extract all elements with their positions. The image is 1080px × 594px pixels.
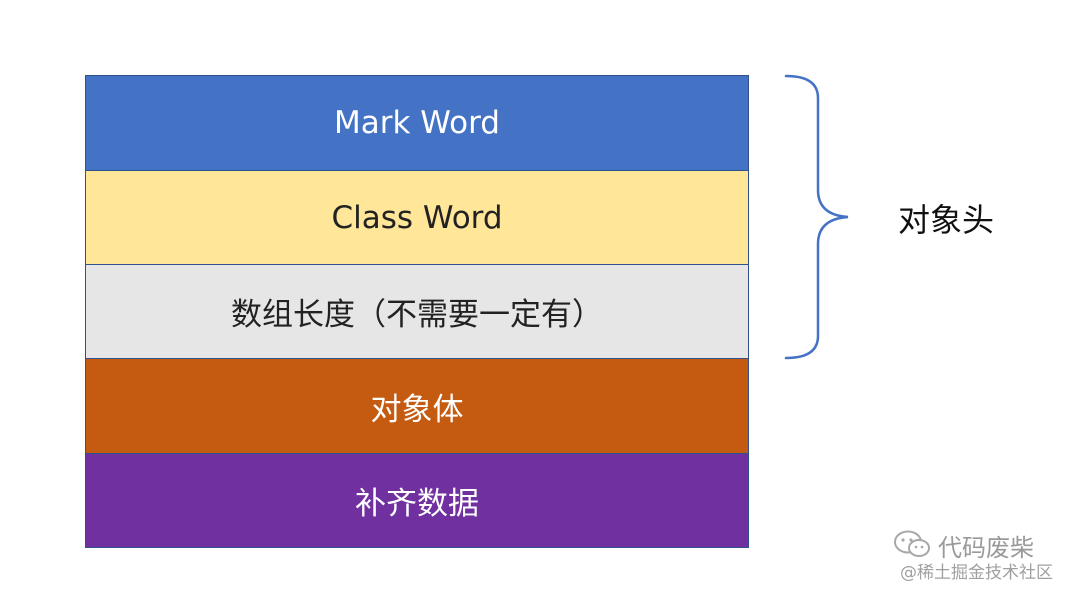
block-array-length-label: 数组长度（不需要一定有）	[231, 297, 603, 333]
block-padding-data-label: 补齐数据	[355, 486, 479, 522]
object-header-label: 对象头	[898, 201, 995, 239]
watermark: 代码废柴 @稀土掘金技术社区	[892, 528, 1072, 588]
block-mark-word: Mark Word	[86, 76, 748, 171]
watermark-subtitle: @稀土掘金技术社区	[900, 563, 1053, 583]
block-mark-word-label: Mark Word	[334, 105, 500, 141]
block-array-length: 数组长度（不需要一定有）	[86, 265, 748, 359]
object-header-brace	[784, 74, 849, 360]
block-object-body: 对象体	[86, 359, 748, 454]
block-class-word-label: Class Word	[331, 199, 503, 236]
watermark-title: 代码废柴	[938, 534, 1034, 562]
object-layout-stack: Mark Word Class Word 数组长度（不需要一定有） 对象体 补齐…	[85, 75, 749, 548]
block-class-word: Class Word	[86, 171, 748, 265]
block-object-body-label: 对象体	[370, 391, 464, 428]
block-padding-data: 补齐数据	[86, 454, 748, 547]
wechat-icon	[894, 530, 930, 557]
